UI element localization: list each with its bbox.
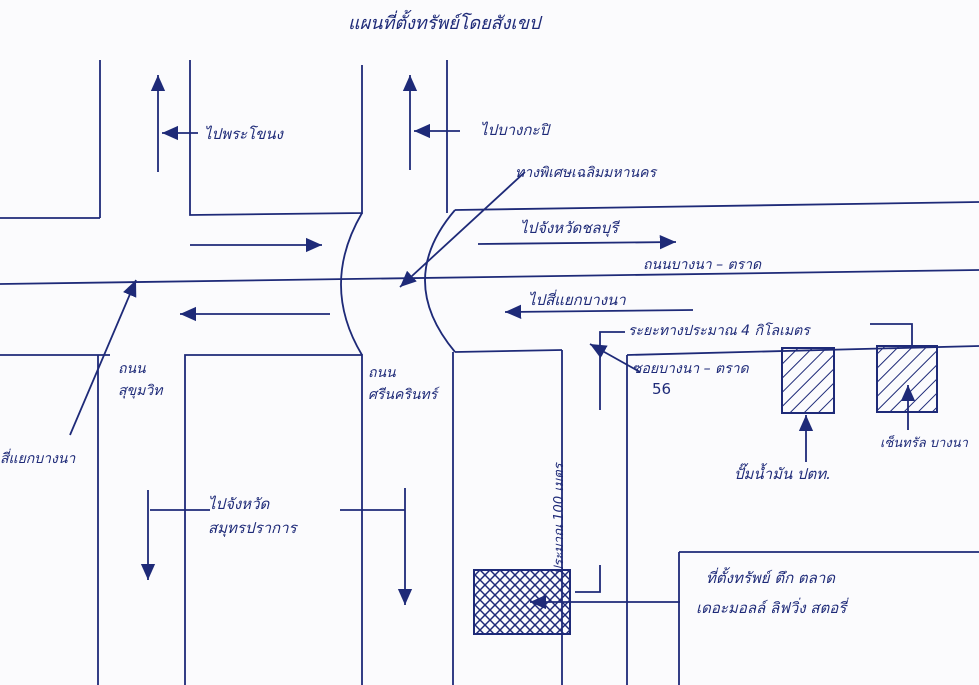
bangna-trat-centerline bbox=[0, 269, 979, 285]
road-edge bbox=[189, 60, 363, 216]
label-soi-bangna-trat: ซอยบางนา – ตราด bbox=[632, 361, 749, 377]
label-expressway: ทางพิเศษเฉลิมมหานคร bbox=[515, 165, 656, 181]
property-callout-box bbox=[678, 551, 979, 685]
intersection-curve-left bbox=[340, 212, 363, 356]
road-edge bbox=[184, 354, 363, 685]
label-property-line2: เดอะมอลล์ ลิฟวิ่ง สตอรี่ bbox=[696, 599, 847, 617]
gas-station-building bbox=[781, 347, 835, 414]
map-title: แผนที่ตั้งทรัพย์โดยสังเขป bbox=[348, 13, 541, 34]
property-building bbox=[473, 569, 571, 635]
label-bangna-trat-road: ถนนบางนา – ตราด bbox=[643, 257, 762, 273]
label-soi-number: 56 bbox=[652, 380, 672, 398]
label-property-line1: ที่ตั้งทรัพย์ ตึก ตลาด bbox=[706, 569, 836, 587]
label-central-bangna: เซ็นทรัล บางนา bbox=[880, 436, 968, 451]
label-to-samut-prakan: ไปจังหวัดสมุทรปราการ bbox=[208, 495, 297, 537]
road-edge bbox=[454, 201, 979, 211]
label-to-bangna-intersection: ไปสี่แยกบางนา bbox=[528, 291, 626, 309]
intersection-curve-right bbox=[424, 209, 456, 353]
label-to-bang-kapi: ไปบางกะปิ bbox=[480, 121, 549, 139]
label-to-phra-khanong: ไปพระโขนง bbox=[204, 125, 283, 143]
road-edge bbox=[454, 349, 563, 353]
label-to-chonburi: ไปจังหวัดชลบุรี bbox=[520, 219, 619, 237]
label-sukhumvit-road: ถนนสุขุมวิท bbox=[118, 361, 163, 399]
label-distance-4km: ระยะทางประมาณ 4 กิโลเมตร bbox=[628, 323, 810, 339]
label-distance-100m: ประมาณ 100 เมตร bbox=[552, 463, 567, 575]
label-bangna-intersection: สี่แยกบางนา bbox=[0, 451, 76, 467]
label-srinakarin-road: ถนนศรีนครินทร์ bbox=[368, 365, 438, 403]
label-gas-station: ปั๊มน้ำมัน ปตท. bbox=[734, 465, 831, 483]
central-bangna-building bbox=[876, 345, 938, 413]
